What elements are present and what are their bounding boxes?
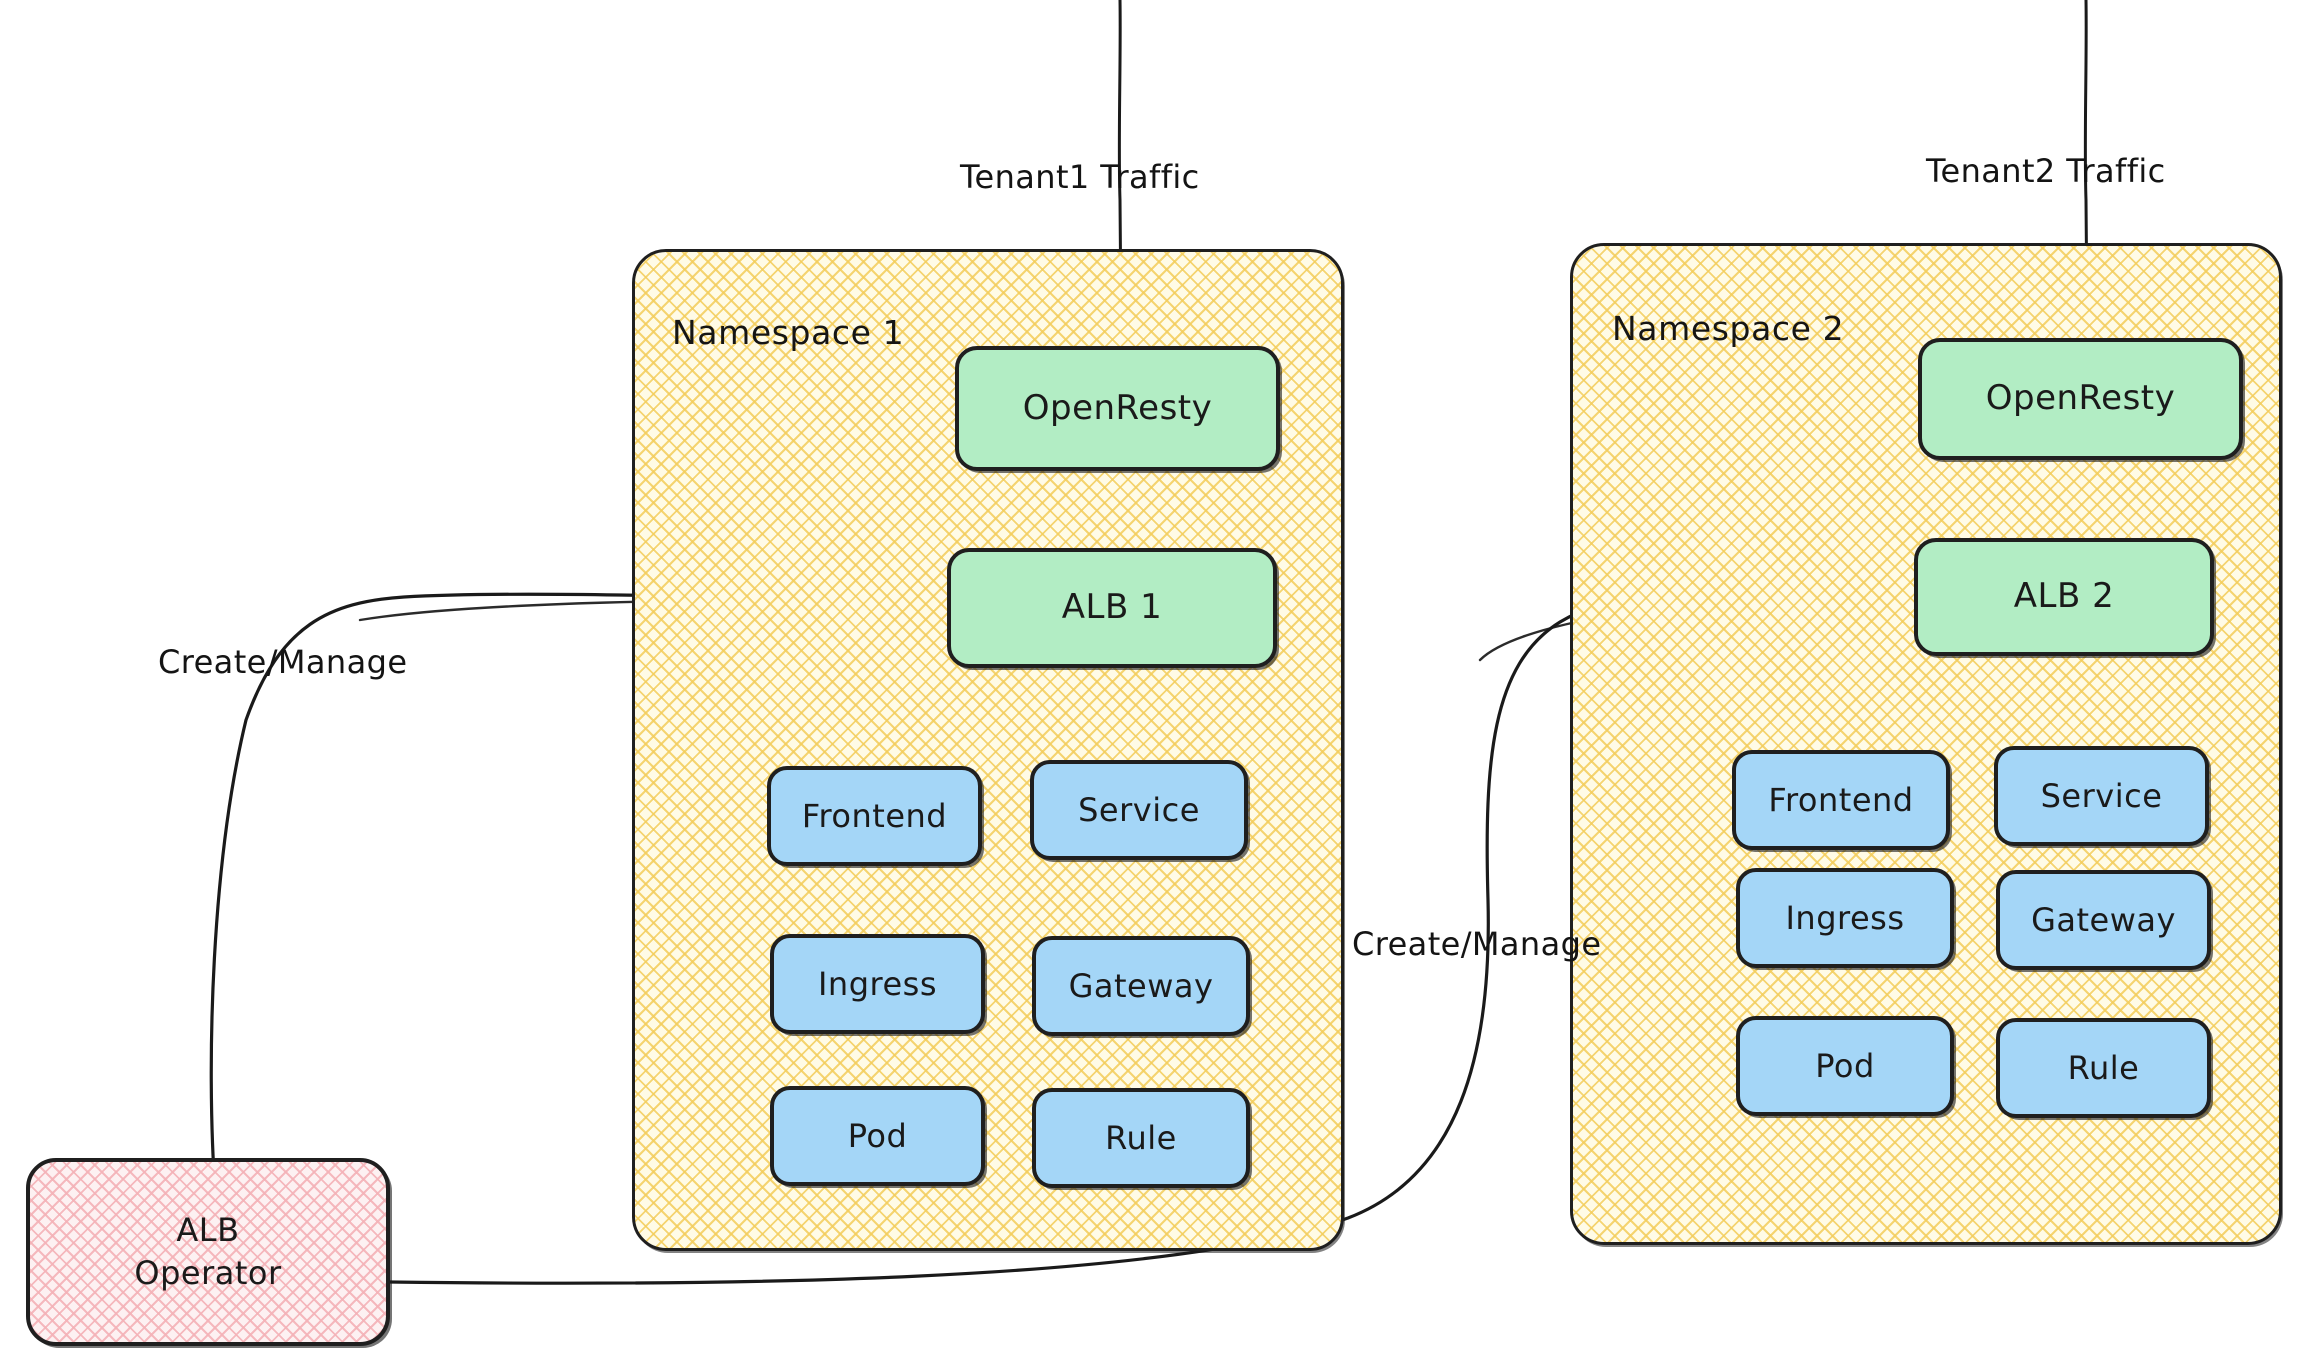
tenant2-traffic-label: Tenant2 Traffic	[1926, 152, 2166, 190]
ingress-1-node[interactable]: Ingress	[770, 934, 985, 1034]
alb-operator-line1: ALB	[176, 1211, 240, 1250]
alb-operator-line2: Operator	[134, 1254, 282, 1292]
gateway-2-node[interactable]: Gateway	[1996, 870, 2211, 970]
openresty-2-node[interactable]: OpenResty	[1918, 338, 2243, 460]
service-2-node[interactable]: Service	[1994, 746, 2209, 846]
pod-1-node[interactable]: Pod	[770, 1086, 985, 1186]
openresty-1-node[interactable]: OpenResty	[955, 346, 1280, 471]
alb-2-node[interactable]: ALB 2	[1914, 538, 2214, 656]
frontend-2-node[interactable]: Frontend	[1732, 750, 1950, 850]
create-manage-1-label: Create/Manage	[158, 643, 408, 681]
namespace-1-label: Namespace 1	[672, 313, 905, 352]
rule-1-node[interactable]: Rule	[1032, 1088, 1250, 1188]
rule-2-node[interactable]: Rule	[1996, 1018, 2211, 1118]
ingress-2-node[interactable]: Ingress	[1736, 868, 1954, 968]
frontend-1-node[interactable]: Frontend	[767, 766, 982, 866]
tenant1-traffic-label: Tenant1 Traffic	[960, 158, 1200, 196]
create-manage-2-label: Create/Manage	[1352, 925, 1602, 963]
namespace-2-label: Namespace 2	[1612, 309, 1845, 348]
pod-2-node[interactable]: Pod	[1736, 1016, 1954, 1116]
alb-1-node[interactable]: ALB 1	[947, 548, 1277, 668]
gateway-1-node[interactable]: Gateway	[1032, 936, 1250, 1036]
service-1-node[interactable]: Service	[1030, 760, 1248, 860]
alb-operator-node[interactable]: ALB Operator	[26, 1158, 390, 1346]
